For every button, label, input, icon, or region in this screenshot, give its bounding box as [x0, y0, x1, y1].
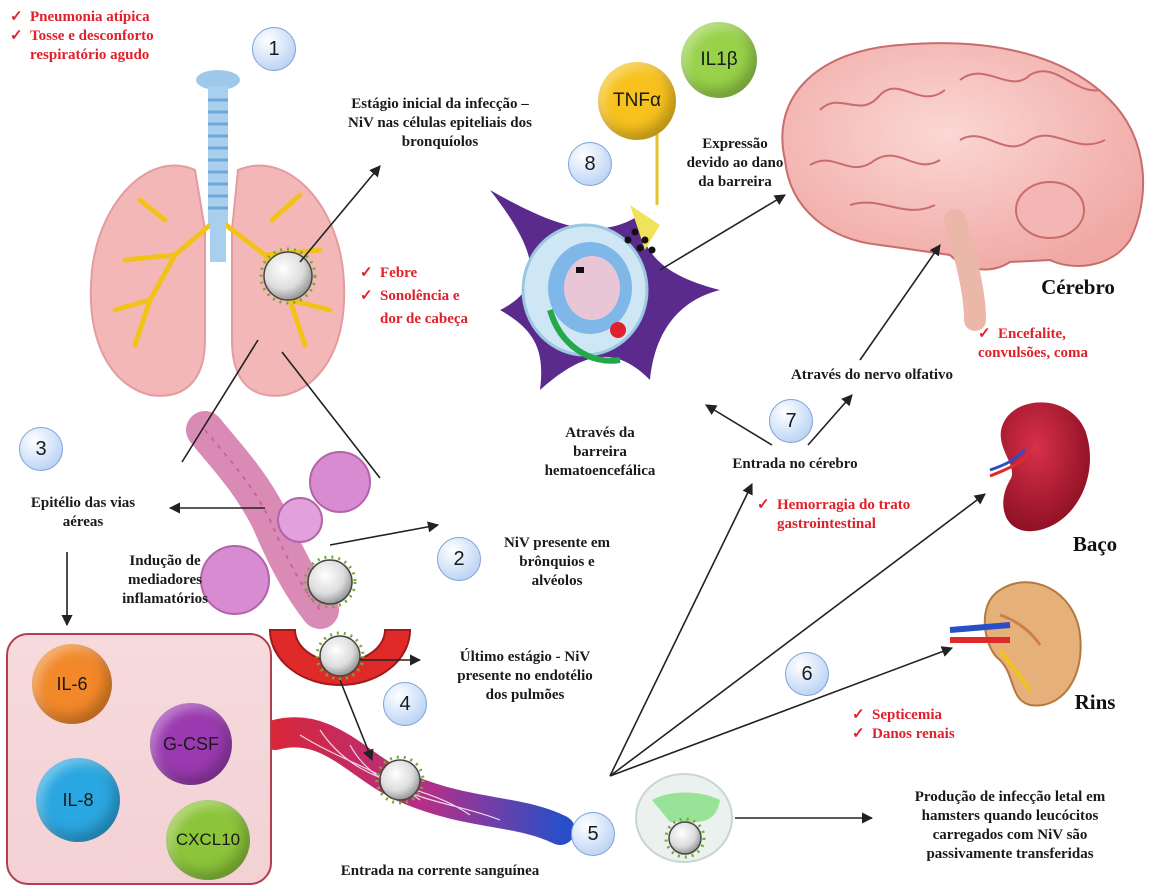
label-bloodstream: Entrada na corrente sanguínea — [300, 862, 580, 881]
il1b-ball: IL1β — [681, 22, 757, 98]
symptoms-gi: ✓Hemorragia do trato gastrointestinal — [757, 496, 910, 534]
step-8-badge: 8 — [568, 142, 612, 186]
step-5-badge: 5 — [571, 812, 615, 856]
organ-spleen-label: Baço — [1050, 532, 1140, 556]
trachea — [196, 70, 240, 226]
symptoms-kidney: ✓Septicemia ✓Danos renais — [852, 706, 955, 744]
gcsf-ball: G-CSF — [150, 703, 232, 785]
symptoms-brain: ✓Encefalite, convulsões, coma — [978, 325, 1088, 363]
il8-ball: IL-8 — [36, 758, 120, 842]
label-bbb: Através da barreira hematoencefálica — [525, 424, 675, 481]
label-expression: Expressão devido ao dano da barreira — [670, 135, 800, 192]
label-airway: Epitélio das vias aéreas — [8, 494, 158, 532]
symptoms-lung: ✓Febre ✓Sonolência e dor de cabeça — [360, 262, 468, 331]
step-2-badge: 2 — [437, 537, 481, 581]
label-brain-entry: Entrada no cérebro — [705, 455, 885, 474]
step-4-badge: 4 — [383, 682, 427, 726]
tnfa-ball: TNFα — [598, 62, 676, 140]
step-7-badge: 7 — [769, 399, 813, 443]
label-inflammatory: Indução de mediadores inflamatórios — [100, 552, 230, 609]
il6-ball: IL-6 — [32, 644, 112, 724]
label-lethal: Produção de infecção letal em hamsters q… — [875, 788, 1145, 864]
virus-lung — [261, 249, 315, 303]
step-6-badge: 6 — [785, 652, 829, 696]
cxcl10-ball: CXCL10 — [166, 800, 250, 880]
step-3-badge: 3 — [19, 427, 63, 471]
label-last-stage: Último estágio - NiV presente no endotél… — [430, 648, 620, 705]
organ-brain-label: Cérebro — [1018, 275, 1138, 299]
symptoms-top-left: ✓Pneumonia atípica ✓Tosse e desconforto … — [10, 8, 154, 65]
bbb-cell — [490, 190, 720, 390]
organ-kidneys-label: Rins — [1050, 690, 1140, 714]
spleen — [990, 402, 1090, 531]
step-1-badge: 1 — [252, 27, 296, 71]
kidney — [950, 582, 1081, 705]
label-early-stage: Estágio inicial da infecção – NiV nas cé… — [310, 95, 570, 152]
label-bronchi: NiV presente em brônquios e alvéolos — [482, 534, 632, 591]
label-olfactory: Através do nervo olfativo — [762, 366, 982, 385]
